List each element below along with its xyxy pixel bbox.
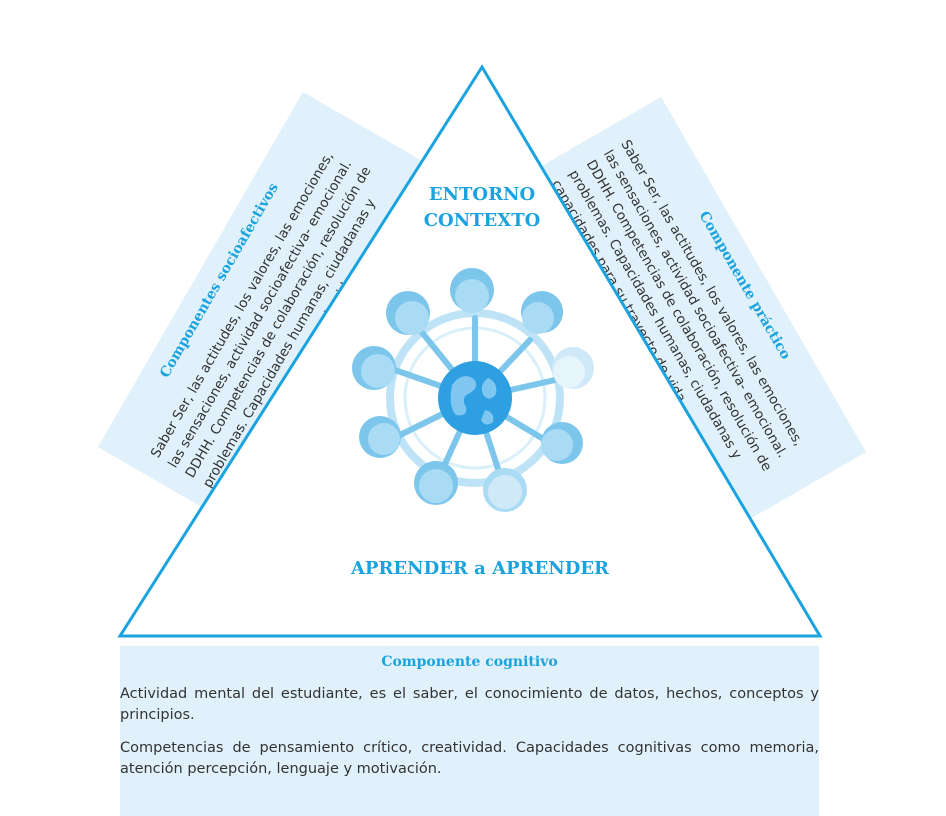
cognitivo-title: Componente cognitivo (381, 654, 558, 670)
cognitivo-text-2: Competencias de pensamiento crítico, cre… (120, 740, 819, 777)
children-around-globe-illustration (352, 268, 594, 512)
entorno-contexto-label: ENTORNO CONTEXTO (382, 182, 582, 234)
learning-triangle (117, 64, 823, 638)
globe-icon (438, 361, 512, 435)
entorno-label: ENTORNO (428, 184, 536, 205)
cognitivo-text-1: Actividad mental del estudiante, es el s… (120, 686, 819, 723)
contexto-label: CONTEXTO (423, 210, 541, 231)
aprender-label: APRENDER a APRENDER (350, 558, 610, 579)
cognitivo-panel: Componente cognitivo Actividad mental de… (120, 646, 819, 816)
